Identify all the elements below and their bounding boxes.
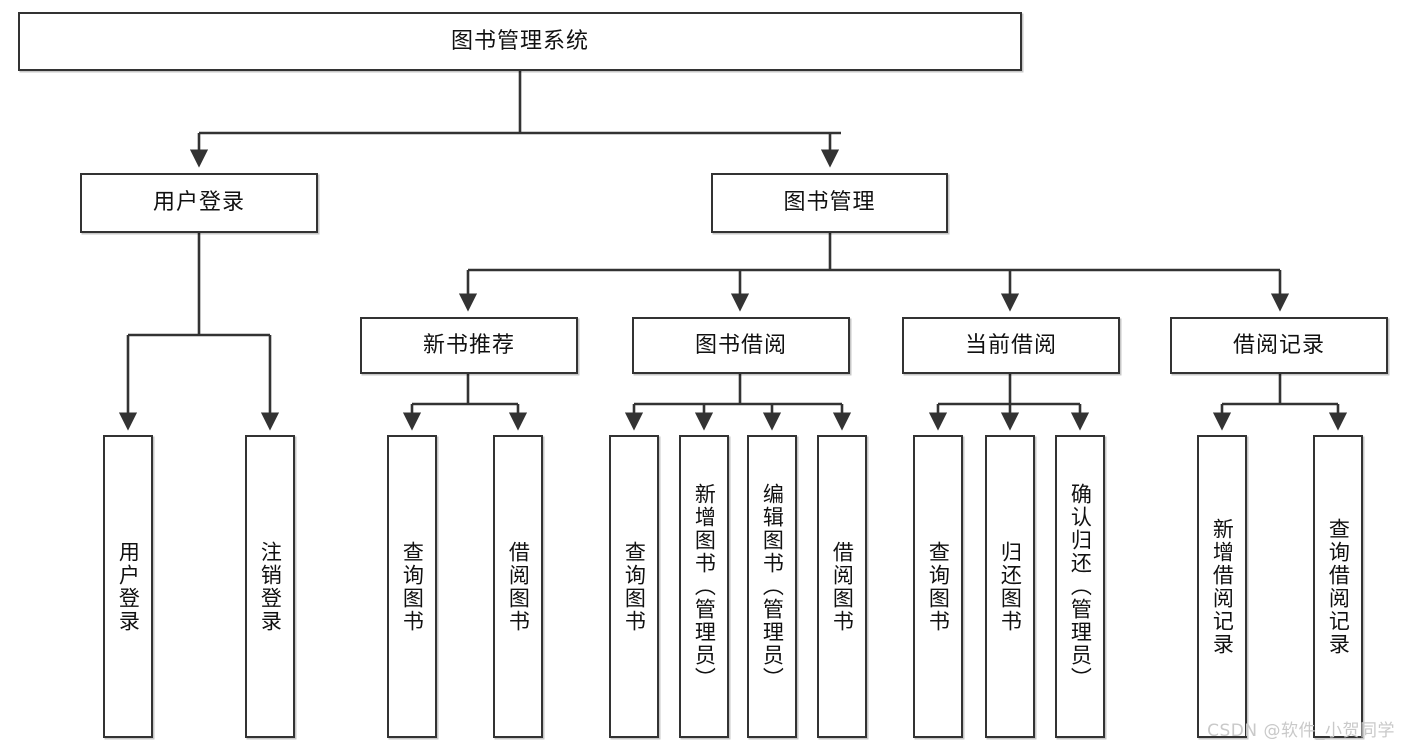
node-label: 借阅记录 bbox=[1232, 332, 1325, 358]
node-label: 查询图书 bbox=[926, 540, 951, 633]
node-label: 图书管理 bbox=[783, 190, 876, 215]
leaf-user-login[interactable]: 用户登录 bbox=[103, 435, 153, 738]
leaf-borrow-query-book[interactable]: 查询图书 bbox=[609, 435, 659, 738]
node-label: 编辑图书（管理员） bbox=[760, 483, 785, 690]
leaf-newbook-query-book[interactable]: 查询图书 bbox=[387, 435, 437, 738]
leaf-user-logout[interactable]: 注销登录 bbox=[245, 435, 295, 738]
leaf-borrow-add-book-admin[interactable]: 新增图书（管理员） bbox=[679, 435, 729, 738]
leaf-current-return-book[interactable]: 归还图书 bbox=[985, 435, 1035, 738]
node-label: 用户登录 bbox=[116, 540, 141, 633]
node-label: 借阅图书 bbox=[506, 540, 531, 633]
node-label: 查询图书 bbox=[400, 540, 425, 633]
leaf-record-add-record[interactable]: 新增借阅记录 bbox=[1197, 435, 1247, 738]
leaf-current-confirm-return-admin[interactable]: 确认归还（管理员） bbox=[1055, 435, 1105, 738]
node-label: 当前借阅 bbox=[964, 332, 1057, 358]
node-root-system[interactable]: 图书管理系统 bbox=[18, 12, 1022, 71]
leaf-newbook-borrow-book[interactable]: 借阅图书 bbox=[493, 435, 543, 738]
leaf-current-query-book[interactable]: 查询图书 bbox=[913, 435, 963, 738]
node-label: 注销登录 bbox=[258, 540, 283, 633]
leaf-borrow-edit-book-admin[interactable]: 编辑图书（管理员） bbox=[747, 435, 797, 738]
leaf-record-query-record[interactable]: 查询借阅记录 bbox=[1313, 435, 1363, 738]
node-label: 确认归还（管理员） bbox=[1068, 483, 1093, 690]
node-label: 用户登录 bbox=[152, 190, 245, 215]
node-current-borrow[interactable]: 当前借阅 bbox=[902, 317, 1120, 374]
watermark-text: CSDN @软件_小贺同学 bbox=[1207, 721, 1395, 741]
node-borrow-record[interactable]: 借阅记录 bbox=[1170, 317, 1388, 374]
node-user-login[interactable]: 用户登录 bbox=[80, 173, 318, 233]
node-label: 借阅图书 bbox=[830, 540, 855, 633]
node-label: 新增借阅记录 bbox=[1210, 517, 1235, 656]
node-label: 新书推荐 bbox=[422, 332, 515, 358]
node-book-management[interactable]: 图书管理 bbox=[711, 173, 948, 233]
node-label: 查询图书 bbox=[622, 540, 647, 633]
leaf-borrow-borrow-book[interactable]: 借阅图书 bbox=[817, 435, 867, 738]
node-label: 查询借阅记录 bbox=[1326, 517, 1351, 656]
node-book-borrow[interactable]: 图书借阅 bbox=[632, 317, 850, 374]
node-label: 新增图书（管理员） bbox=[692, 483, 717, 690]
node-label: 图书借阅 bbox=[694, 332, 787, 358]
node-label: 归还图书 bbox=[998, 540, 1023, 633]
node-new-book-recommend[interactable]: 新书推荐 bbox=[360, 317, 578, 374]
node-label: 图书管理系统 bbox=[450, 28, 589, 54]
